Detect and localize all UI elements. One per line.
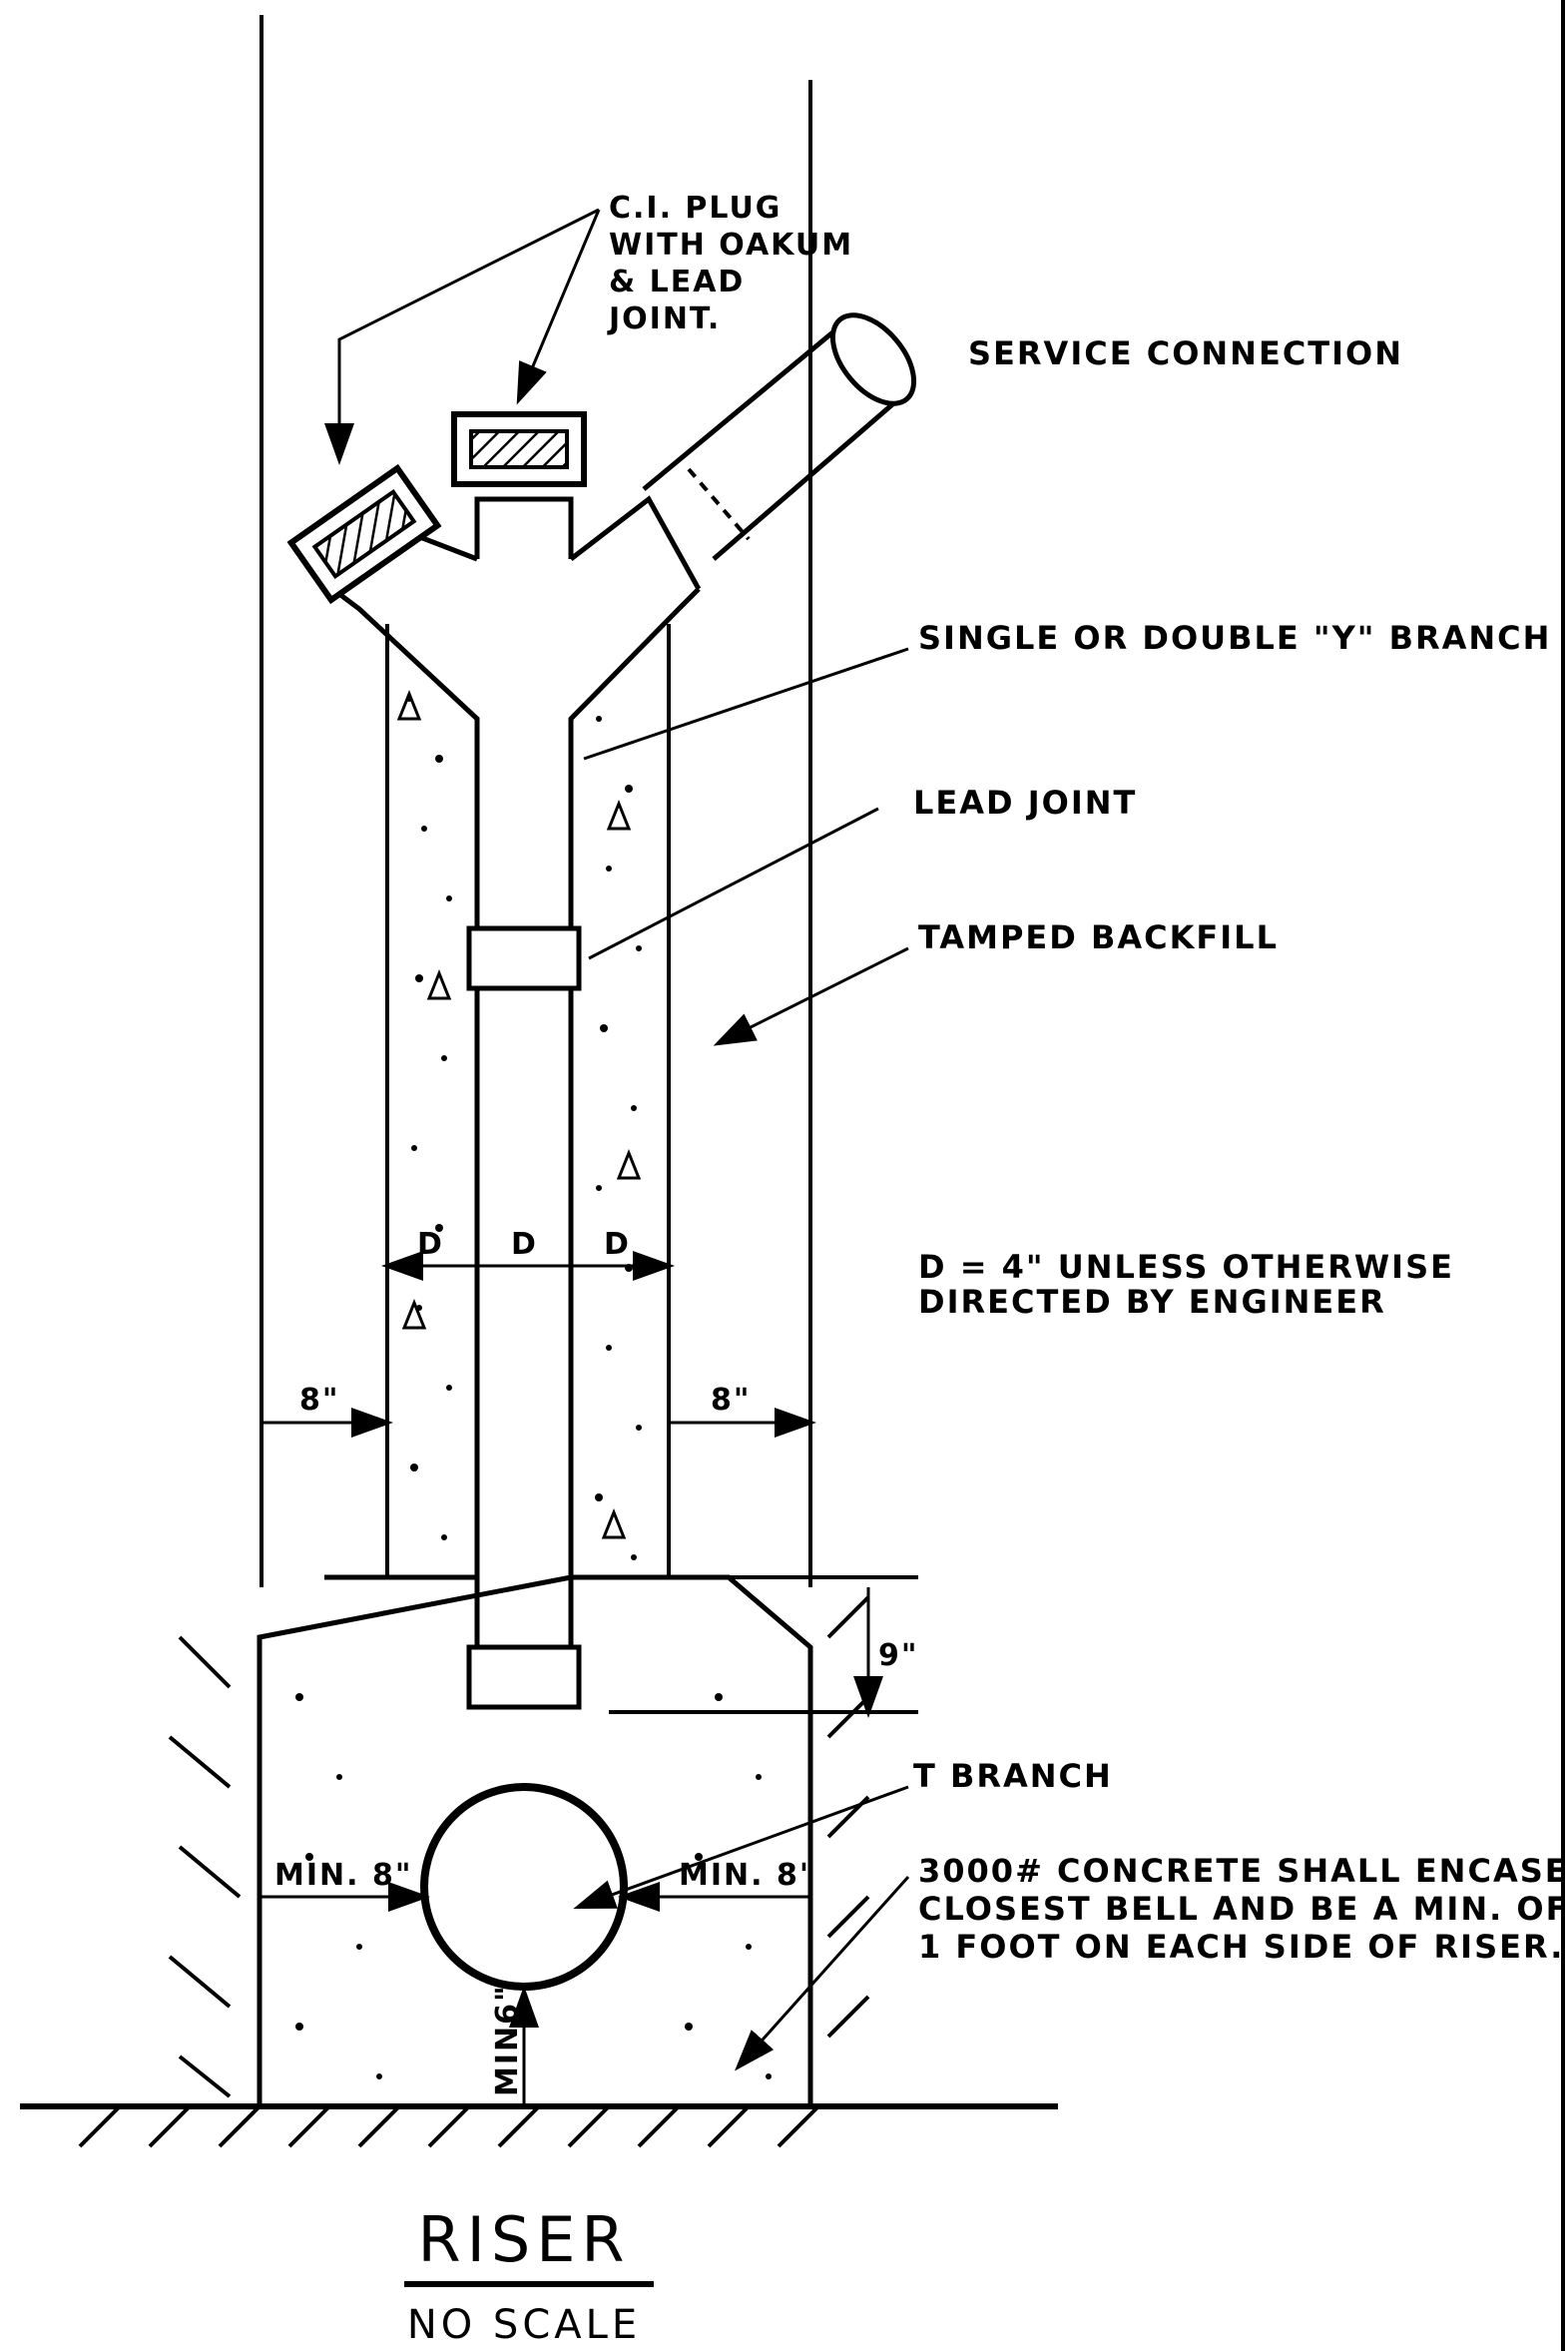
- y-branch-pipe: [317, 495, 702, 1697]
- ci-plug-top: [451, 411, 587, 487]
- drawing-subtitle: NO SCALE: [407, 2302, 641, 2348]
- concrete-note-line1: 3000# CONCRETE SHALL ENCASE: [918, 1852, 1568, 1890]
- leader-lines: [324, 208, 910, 2071]
- ci-plug-left: [286, 463, 442, 605]
- dim-9: 9": [878, 1638, 919, 1673]
- ground-line: [20, 1595, 1058, 2148]
- service-connection-pipe: [642, 312, 917, 561]
- t-branch-label: T BRANCH: [913, 1757, 1113, 1795]
- trench-walls: [260, 0, 1565, 2351]
- drawing-title: RISER: [418, 2203, 631, 2276]
- d-note-line1: D = 4" UNLESS OTHERWISE: [918, 1248, 1454, 1286]
- plug-label-line4: JOINT.: [607, 301, 721, 336]
- plug-label-line1: C.I. PLUG: [609, 191, 782, 226]
- concrete-note-line3: 1 FOOT ON EACH SIDE OF RISER.: [918, 1928, 1564, 1966]
- tamped-backfill-label: TAMPED BACKFILL: [918, 918, 1279, 956]
- riser-encasement: [385, 624, 671, 1577]
- dim-min8-left: MIN. 8": [274, 1858, 412, 1893]
- lead-joint-lower: [466, 1644, 582, 1710]
- plug-label-line3: & LEAD: [609, 265, 745, 299]
- concrete-note-line2: CLOSEST BELL AND BE A MIN. OF: [918, 1890, 1568, 1928]
- dim-d-right: D: [604, 1227, 631, 1262]
- dim-8-left: 8": [299, 1383, 340, 1418]
- dim-min6: MIN6": [490, 1984, 525, 2096]
- dim-d-center: D: [511, 1227, 538, 1262]
- y-branch-label: SINGLE OR DOUBLE "Y" BRANCH: [918, 619, 1551, 657]
- dim-d-left: D: [417, 1227, 444, 1262]
- t-branch-pipe: [420, 1783, 628, 1991]
- d-note-line2: DIRECTED BY ENGINEER: [918, 1283, 1386, 1321]
- dim-8-right: 8": [711, 1383, 752, 1418]
- lead-joint-label: LEAD JOINT: [913, 784, 1137, 822]
- plug-label-line2: WITH OAKUM: [609, 228, 853, 263]
- dim-min8-right: MIN. 8": [679, 1858, 816, 1893]
- lead-joint-upper: [466, 925, 582, 991]
- service-connection-label: SERVICE CONNECTION: [968, 334, 1403, 372]
